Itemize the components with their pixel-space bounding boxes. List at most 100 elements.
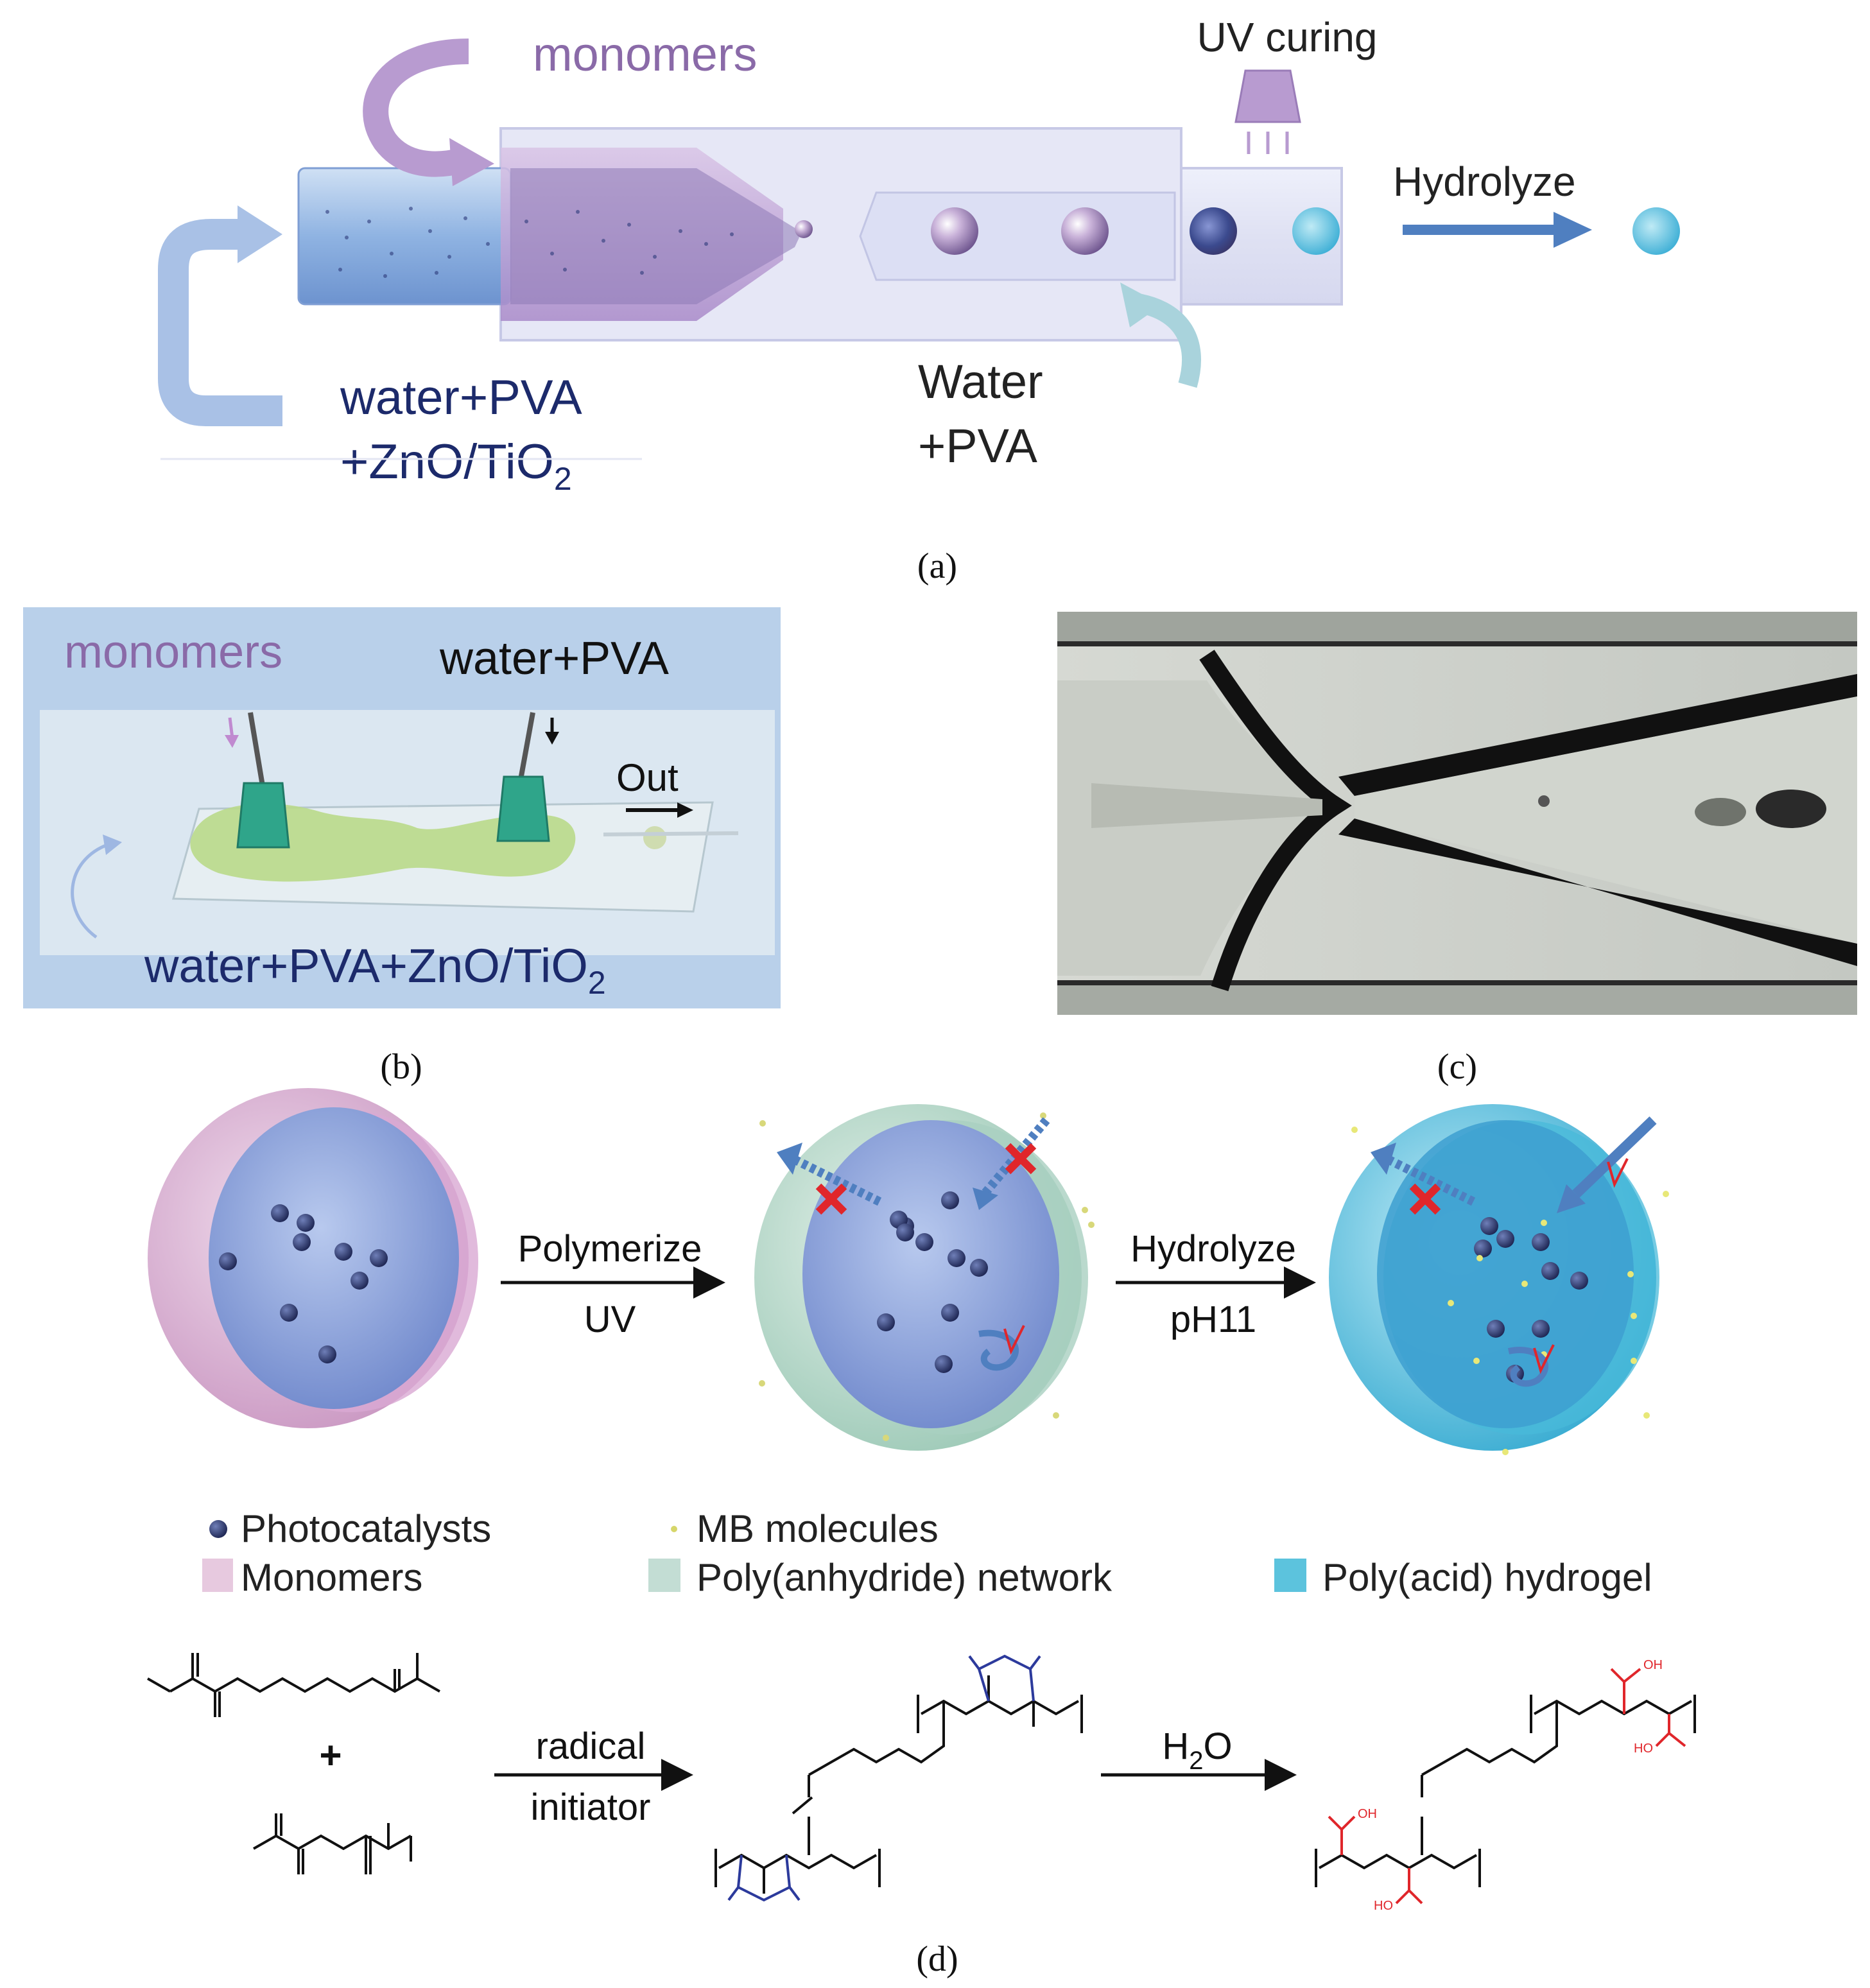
panel-a: UV curing monomers water+PVA +ZnO/TiO2 W… [158, 14, 1680, 586]
outer-line2: +PVA [918, 419, 1037, 472]
inlet-line1: water+PVA [340, 370, 582, 425]
caption-a: (a) [917, 546, 957, 586]
sphere-anhydride [754, 1104, 1095, 1451]
polymer-acid [1315, 1695, 1696, 1887]
initiator-label: initiator [531, 1786, 651, 1828]
uv-lamp-icon [1234, 69, 1301, 123]
panel-b: Out monomers water+PVA water+PVA+ZnO/TiO… [23, 607, 781, 1087]
small-droplet [1538, 795, 1550, 807]
collection-tube [859, 191, 1176, 281]
acid-swatch [1274, 1559, 1306, 1592]
injection-tip [510, 168, 799, 304]
sphere-monomers [148, 1088, 478, 1428]
legend-monomers: Monomers [241, 1556, 422, 1599]
needle-1 [248, 712, 266, 790]
uv-rays [1247, 132, 1289, 154]
inlet-arrowhead [238, 205, 282, 263]
acid-groups [1328, 1668, 1686, 1905]
caption-b: (b) [380, 1047, 422, 1087]
acid-outward-arrowhead [1371, 1143, 1396, 1175]
monomers-arrowhead [449, 138, 494, 186]
capillary-wall-top [1057, 612, 1857, 644]
inlet-line2: +ZnO/TiO2 [340, 435, 572, 497]
acid-check-icon [1607, 1158, 1629, 1188]
legend-anhydride: Poly(anhydride) network [697, 1556, 1112, 1599]
outer-arrowhead [1120, 282, 1162, 327]
inlet-flow-arrow [158, 219, 282, 426]
caption-c: (c) [1437, 1047, 1477, 1087]
injection-tip-edge [1199, 650, 1352, 992]
legend-mb: MB molecules [697, 1507, 939, 1550]
panel-c: (c) [1057, 612, 1857, 1087]
jet-neck [1695, 798, 1746, 826]
particle-dots [325, 207, 734, 278]
water-feed-arrowhead [545, 732, 559, 745]
cross-icon [815, 1143, 1037, 1215]
anhydride-swatch [648, 1559, 680, 1592]
inward-arrowhead [973, 1188, 998, 1210]
monomer-swatch [202, 1559, 233, 1592]
ho-label-1: HO [1634, 1742, 1653, 1756]
monomers-label: monomers [533, 28, 758, 81]
acid-cycle-icon [1507, 1347, 1548, 1387]
outward-arrowhead [777, 1143, 802, 1175]
inner-blue-tube [297, 167, 512, 306]
collection-lumen [1355, 696, 1857, 944]
anhydride-rings [727, 1654, 1041, 1902]
inlet-curve-arrow [71, 842, 110, 939]
h2o-label: H2O [1162, 1725, 1232, 1775]
final-microsphere [1632, 207, 1680, 255]
caption-d: (d) [916, 1939, 958, 1979]
uv-curing-label: UV curing [1197, 14, 1378, 60]
outer-line1: Water [918, 355, 1043, 408]
oh-label-1: OH [1643, 1658, 1663, 1672]
hydrolyze-arrowhead [1554, 212, 1592, 248]
needle-hub-2 [496, 775, 550, 842]
monomer-feed-arrowhead [225, 735, 239, 748]
monomer-feed-arrow [228, 717, 234, 739]
panel-d: Polymerize UV [147, 1088, 1696, 1979]
injection-channel [1091, 783, 1322, 828]
monomer-egdma [147, 1653, 440, 1717]
needle-2 [517, 712, 535, 784]
emerging-jet [1756, 790, 1826, 828]
legend-photocatalysts: Photocatalysts [241, 1507, 491, 1550]
uv-label: UV [584, 1299, 636, 1340]
inlet-curve-arrowhead [103, 834, 122, 855]
forming-droplet [795, 220, 813, 238]
capillary-wall-bottom [1057, 983, 1857, 1015]
out-label: Out [616, 756, 679, 799]
acid-cycle-check [1533, 1344, 1555, 1374]
ho-label-2: HO [1374, 1899, 1393, 1913]
droplet-1 [931, 207, 978, 255]
droplet-2 [1061, 207, 1109, 255]
out-capillary [603, 831, 739, 836]
b-water-pva-label: water+PVA [439, 633, 669, 684]
hydrolyze-label: Hydrolyze [1393, 159, 1576, 205]
d-hydrolyze-label: Hydrolyze [1130, 1228, 1296, 1270]
monomers-inflow-arrow [363, 39, 469, 177]
radical-label: radical [536, 1725, 646, 1767]
check-icon [1003, 1325, 1025, 1355]
acid-cross-icon [1409, 1183, 1441, 1215]
collection-wall-bottom [1338, 818, 1857, 966]
injection-capillary [1057, 680, 1329, 976]
droplet-cured [1190, 207, 1237, 255]
needle-hub-1 [236, 782, 290, 849]
b-monomers-label: monomers [64, 627, 282, 678]
mb-swatch [671, 1526, 677, 1532]
oh-label-2: OH [1358, 1807, 1377, 1821]
sphere-acid [1329, 1104, 1669, 1455]
acid-inward-arrow [1572, 1116, 1657, 1198]
polymerize-label: Polymerize [518, 1228, 702, 1270]
reaction-cycle-icon [978, 1329, 1019, 1371]
legend-acid: Poly(acid) hydrogel [1322, 1556, 1652, 1599]
polymer-anhydride [714, 1675, 1083, 1894]
ph-label: pH11 [1170, 1299, 1256, 1340]
monomer-anhydride [253, 1813, 412, 1874]
photocatalyst-swatch [209, 1520, 227, 1538]
out-arrowhead [677, 802, 693, 818]
droplet-hydrolyzed [1292, 207, 1340, 255]
legend: Photocatalysts Monomers MB molecules Pol… [202, 1507, 1652, 1599]
